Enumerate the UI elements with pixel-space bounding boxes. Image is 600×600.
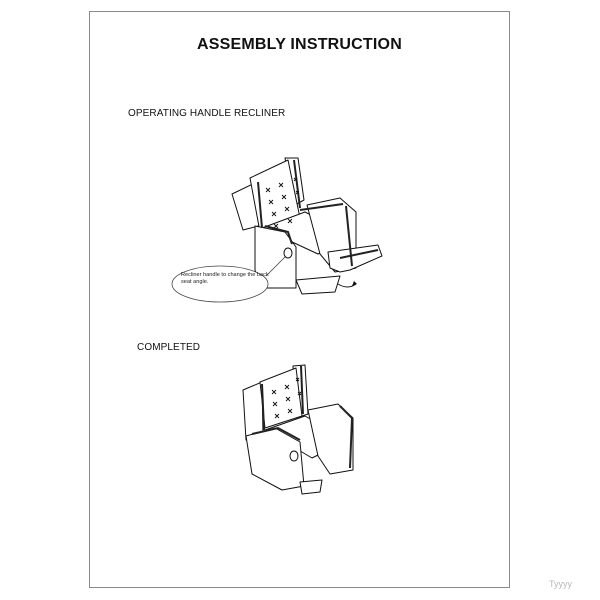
recliner-handle-icon (283, 247, 293, 259)
recliner-handle-icon (289, 450, 299, 462)
callout-text-recliner-handle: Recliner handle to change the back seat … (181, 272, 269, 285)
callout-bubble (171, 265, 269, 303)
watermark-text: Tyyyy (549, 579, 573, 589)
document-title: ASSEMBLY INSTRUCTION (197, 36, 402, 53)
document-page-frame (89, 11, 510, 588)
section-label-operating-handle: OPERATING HANDLE RECLINER (128, 108, 286, 119)
section-label-completed: COMPLETED (137, 342, 201, 353)
